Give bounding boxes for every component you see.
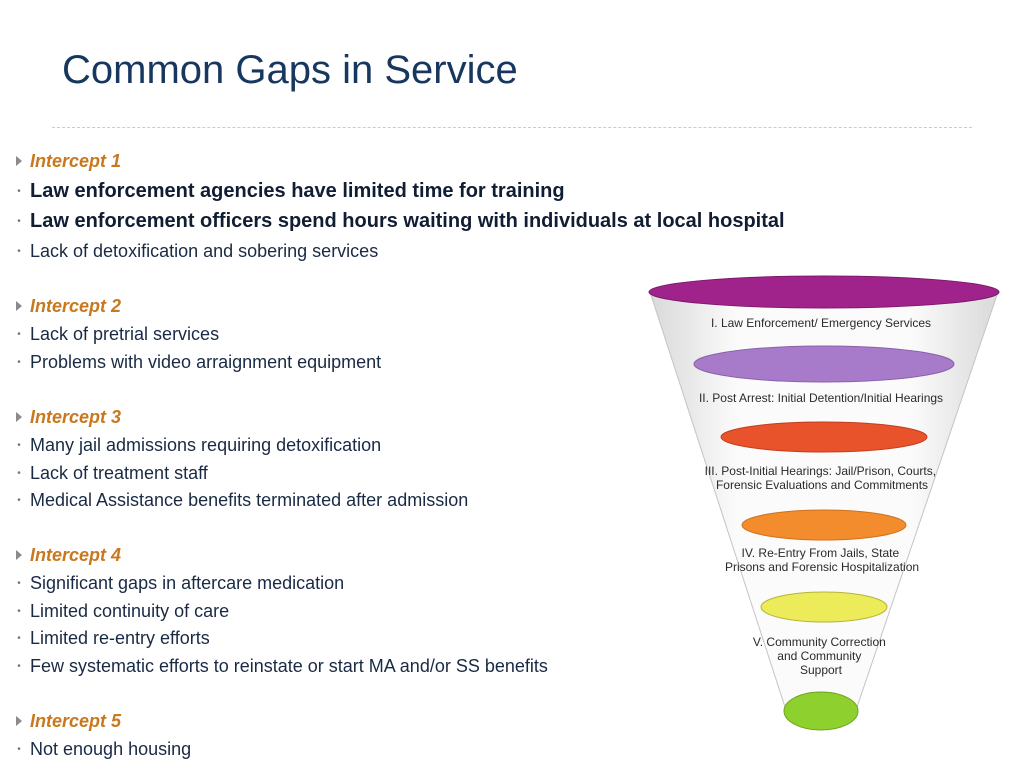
slide-title: Common Gaps in Service bbox=[62, 48, 518, 92]
funnel-stage-1-ring bbox=[648, 275, 1000, 309]
intercept-heading: Intercept 2 bbox=[8, 293, 121, 319]
triangle-bullet-icon bbox=[8, 412, 30, 422]
list-item-text: Law enforcement officers spend hours wai… bbox=[30, 209, 785, 232]
bullet-icon: • bbox=[17, 743, 21, 755]
list-item-text: Not enough housing bbox=[30, 738, 192, 759]
funnel-stage-4-label: IV. Re-Entry From Jails, State Prisons a… bbox=[725, 546, 919, 574]
list-item: • Few systematic efforts to reinstate or… bbox=[8, 653, 548, 679]
list-item: • Law enforcement agencies have limited … bbox=[8, 178, 565, 204]
funnel-stage-2-ring bbox=[693, 345, 955, 383]
list-item-text: Lack of detoxification and sobering serv… bbox=[30, 240, 379, 261]
bullet-icon: • bbox=[17, 660, 21, 672]
triangle-bullet-icon bbox=[8, 716, 30, 726]
list-item-text: Limited continuity of care bbox=[30, 600, 230, 621]
list-item-text: Law enforcement agencies have limited ti… bbox=[30, 179, 565, 202]
list-item-text: Few systematic efforts to reinstate or s… bbox=[30, 655, 548, 676]
bullet-icon: • bbox=[17, 494, 21, 506]
intercept-funnel-diagram: I. Law Enforcement/ Emergency Services I… bbox=[648, 275, 1000, 731]
intercept-heading-text: Intercept 3 bbox=[30, 406, 122, 427]
funnel-stage-1-label: I. Law Enforcement/ Emergency Services bbox=[711, 316, 931, 330]
bullet-icon: • bbox=[17, 577, 21, 589]
funnel-stage-4-ring bbox=[741, 509, 907, 541]
funnel-stage-5-label: V. Community Correction and Community Su… bbox=[753, 635, 889, 677]
triangle-bullet-icon bbox=[8, 301, 30, 311]
bullet-icon: • bbox=[17, 605, 21, 617]
list-item: • Significant gaps in aftercare medicati… bbox=[8, 570, 344, 596]
list-item: • Law enforcement officers spend hours w… bbox=[8, 208, 785, 234]
list-item-text: Medical Assistance benefits terminated a… bbox=[30, 489, 469, 510]
bullet-icon: • bbox=[17, 439, 21, 451]
funnel-stage-2-label: II. Post Arrest: Initial Detention/Initi… bbox=[699, 391, 943, 405]
intercept-heading-text: Intercept 2 bbox=[30, 295, 122, 316]
list-item: • Not enough housing bbox=[8, 736, 191, 762]
list-item: • Lack of pretrial services bbox=[8, 321, 219, 347]
triangle-bullet-icon bbox=[8, 156, 30, 166]
funnel-stage-6-ring bbox=[783, 691, 859, 731]
intercept-heading: Intercept 3 bbox=[8, 404, 121, 430]
intercept-heading: Intercept 1 bbox=[8, 148, 121, 174]
funnel-stage-3-label: III. Post-Initial Hearings: Jail/Prison,… bbox=[705, 464, 940, 492]
bullet-icon: • bbox=[17, 245, 21, 257]
list-item-text: Significant gaps in aftercare medication bbox=[30, 572, 345, 593]
intercept-heading-text: Intercept 1 bbox=[30, 150, 122, 171]
bullet-icon: • bbox=[17, 467, 21, 479]
list-item: • Limited re-entry efforts bbox=[8, 625, 210, 651]
intercept-heading: Intercept 4 bbox=[8, 542, 121, 568]
bullet-icon: • bbox=[17, 185, 21, 197]
list-item: • Lack of detoxification and sobering se… bbox=[8, 238, 378, 264]
list-item-text: Limited re-entry efforts bbox=[30, 627, 210, 648]
bullet-icon: • bbox=[17, 215, 21, 227]
intercept-heading-text: Intercept 5 bbox=[30, 710, 122, 731]
intercept-heading-text: Intercept 4 bbox=[30, 544, 122, 565]
list-item: • Medical Assistance benefits terminated… bbox=[8, 487, 468, 513]
list-item: • Lack of treatment staff bbox=[8, 460, 208, 486]
bullet-icon: • bbox=[17, 328, 21, 340]
list-item-text: Problems with video arraignment equipmen… bbox=[30, 351, 382, 372]
bullet-icon: • bbox=[17, 632, 21, 644]
funnel-stage-5-ring bbox=[760, 591, 888, 623]
intercept-heading: Intercept 5 bbox=[8, 708, 121, 734]
list-item-text: Lack of treatment staff bbox=[30, 462, 208, 483]
list-item-text: Many jail admissions requiring detoxific… bbox=[30, 434, 382, 455]
list-item: • Limited continuity of care bbox=[8, 598, 229, 624]
list-item-text: Lack of pretrial services bbox=[30, 323, 220, 344]
title-divider bbox=[52, 127, 972, 128]
list-item: • Problems with video arraignment equipm… bbox=[8, 349, 381, 375]
funnel-stage-3-ring bbox=[720, 421, 928, 453]
bullet-icon: • bbox=[17, 356, 21, 368]
triangle-bullet-icon bbox=[8, 550, 30, 560]
list-item: • Many jail admissions requiring detoxif… bbox=[8, 432, 381, 458]
